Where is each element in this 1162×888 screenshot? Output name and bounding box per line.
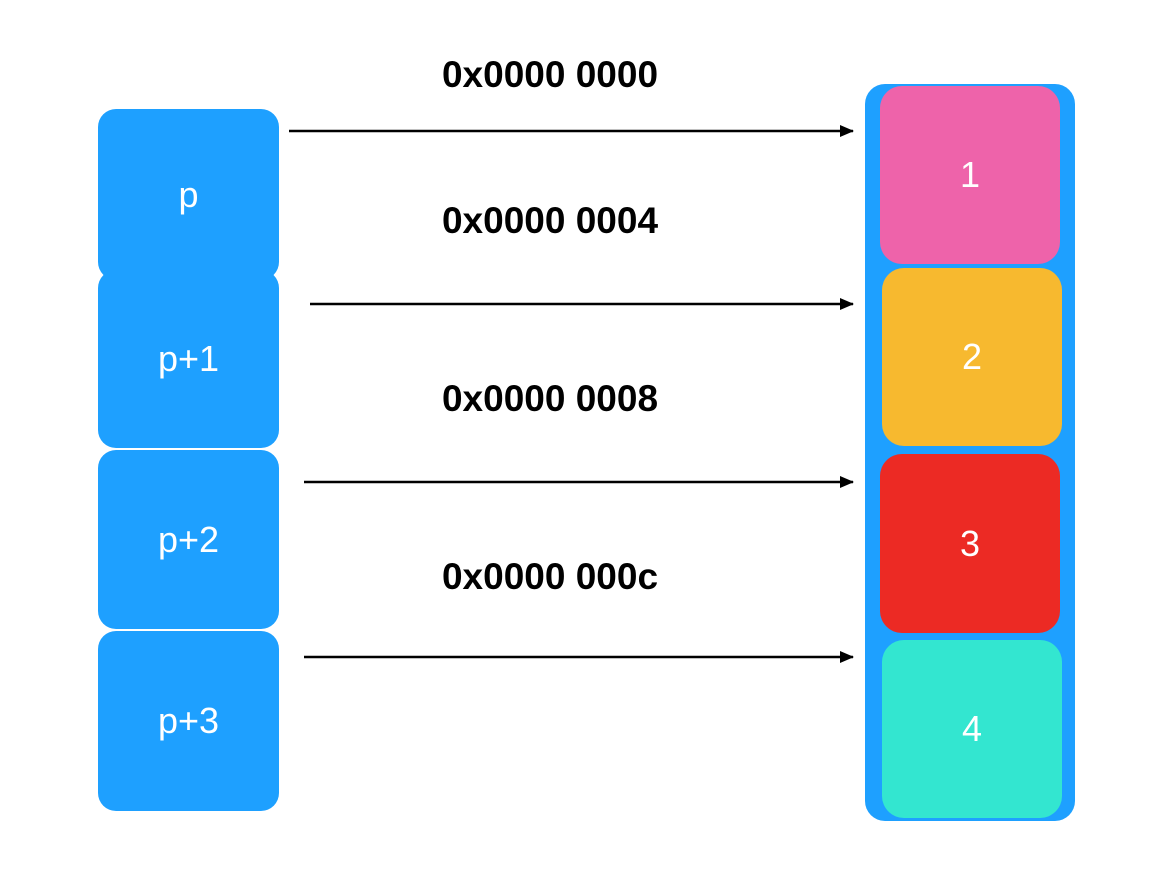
array-cell-label-3: 3: [959, 522, 981, 564]
array-cell-label-2: 2: [961, 336, 983, 377]
array-cell-label-1: 1: [959, 154, 981, 195]
pointer-box-p-plus-3: p+3: [98, 631, 279, 811]
pointer-box-p-plus-1: p+1: [98, 270, 279, 448]
array-cell-3: 3: [880, 454, 1060, 633]
pointer-label-p-plus-1: p+1: [157, 338, 220, 379]
pointer-box-p: p: [98, 109, 279, 280]
address-label-3: 0x0000 000c: [441, 556, 659, 597]
pointer-label-p-plus-2: p+2: [157, 518, 220, 560]
array-cell-1: 1: [880, 86, 1060, 264]
address-label-0: 0x0000 0000: [441, 54, 659, 95]
pointer-label-p-plus-3: p+3: [157, 700, 220, 741]
address-label-1: 0x0000 0004: [441, 200, 659, 241]
pointer-label-p: p: [178, 173, 199, 215]
array-cell-2: 2: [882, 268, 1062, 446]
array-container: 1 2 3 4: [865, 84, 1075, 821]
array-cell-4: 4: [882, 640, 1062, 818]
array-cell-label-4: 4: [961, 708, 983, 749]
address-label-2: 0x0000 0008: [441, 378, 659, 419]
pointer-box-p-plus-2: p+2: [98, 450, 279, 629]
